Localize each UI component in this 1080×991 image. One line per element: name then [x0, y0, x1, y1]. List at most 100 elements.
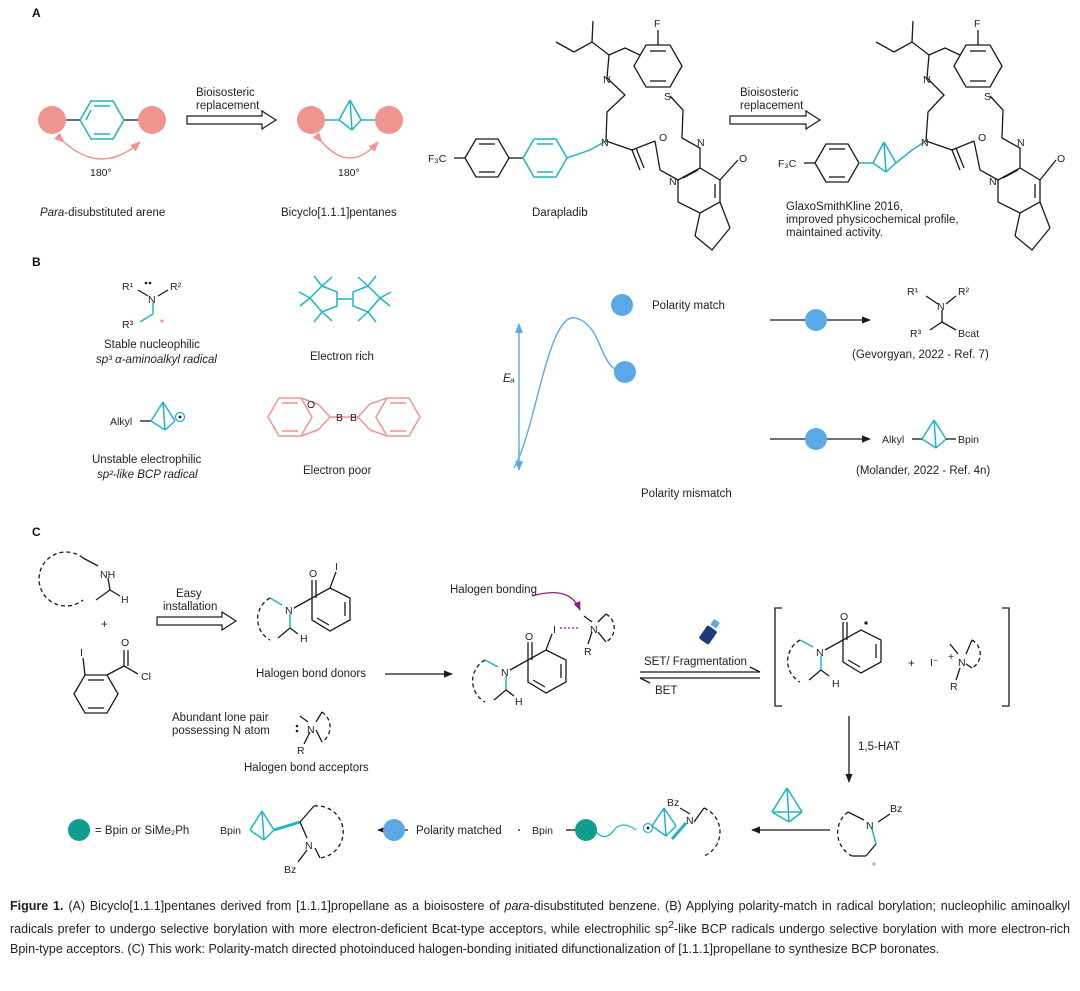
propellane-structure: [771, 787, 803, 823]
energy-profile: [513, 317, 625, 471]
caption-part-3: -like BCP radicals undergo selective bor…: [10, 922, 1070, 957]
lone-pair-line-2: possessing N atom: [172, 725, 270, 737]
carbon-radical-bz: Bz: [890, 803, 902, 815]
arene-label: Para-disubstituted arene: [40, 207, 165, 219]
aryl-radical-o: O: [840, 611, 848, 623]
halogen-bond-acceptor-structure: [295, 711, 331, 745]
product-bpin: Bpin: [220, 825, 241, 837]
complex-amine-r: R: [584, 646, 592, 658]
darapladib-f: F: [654, 18, 660, 30]
donor-iodine: I: [335, 561, 338, 573]
arene-angle: 180°: [90, 167, 112, 179]
radical-pair-bracket: [774, 607, 1010, 707]
r2-label: R²: [170, 281, 182, 293]
bcp-radical-intermediate-structure: [566, 807, 721, 857]
open-arrow-1: [186, 109, 278, 131]
aminoalkyl-n: N: [148, 294, 156, 306]
bet-label: BET: [655, 685, 677, 697]
darapladib-n-amide: N: [601, 137, 609, 149]
electron-poor-label: Electron poor: [303, 465, 372, 477]
complex-amine-n: N: [590, 624, 598, 636]
bcp-structure: [297, 99, 403, 159]
chloride-iodine: I: [80, 647, 83, 659]
halogen-bonding-label: Halogen bonding: [450, 584, 537, 596]
aminium-n: N: [958, 657, 966, 669]
bet-reverse-head: [639, 677, 651, 684]
bcp-darapladib-o-amide: O: [978, 132, 986, 144]
caption-superscript: 2: [668, 920, 674, 931]
arene-label-prefix: Para: [40, 207, 64, 219]
electron-rich-label: Electron rich: [310, 351, 374, 363]
gevorgyan-circle: [805, 309, 827, 331]
activation-energy-label: Eₐ: [503, 373, 515, 385]
lone-pair-line-1: Abundant lone pair: [172, 712, 269, 724]
darapladib-structure: [454, 20, 739, 251]
bioisosteric-text-1: Bioisosteric: [196, 87, 255, 99]
alpha-radical-line-2: sp³ α-aminoalkyl radical: [96, 354, 217, 366]
polarity-match-circle: [611, 294, 633, 316]
piperidine-nh: NH: [100, 569, 115, 581]
bcp-darapladib-n-amine: N: [923, 74, 931, 86]
r3-label: R³: [122, 319, 134, 331]
product-n: N: [937, 301, 945, 313]
bcp-darapladib-n-ring-2: N: [989, 176, 997, 188]
molander-alkyl: Alkyl: [882, 434, 904, 446]
profile-end-circle: [614, 361, 636, 383]
bcp-darapladib-structure: [804, 20, 1057, 251]
alpha-radical-line-1: Stable nucleophilic: [104, 339, 200, 351]
aminium-radical-cation-structure: [949, 639, 981, 681]
set-forward-head: [749, 666, 761, 673]
bcp-darapladib-f: F: [974, 18, 980, 30]
halogen-bond-acceptors-label: Halogen bond acceptors: [244, 762, 369, 774]
figure-1-scheme: A 180° Para-disubstituted arene Bioisost…: [32, 6, 1065, 876]
aryl-radical-n: N: [816, 647, 824, 659]
r1-label: R¹: [122, 281, 134, 293]
piperidine-structure: [38, 551, 121, 607]
chloride-o: O: [121, 637, 129, 649]
easy-text: Easy: [176, 588, 202, 600]
darapladib-o-amide: O: [659, 132, 667, 144]
aminium-cation: +: [948, 651, 954, 663]
replacement-text-1: replacement: [196, 100, 260, 112]
replacement-text-2: replacement: [740, 100, 804, 112]
polarity-mismatch-label: Polarity mismatch: [641, 488, 732, 500]
complex-iodine: I: [553, 624, 556, 636]
donor-o: O: [309, 568, 317, 580]
bcat-b-2: B: [350, 412, 357, 424]
reagent-plus: +: [101, 619, 108, 631]
darapladib-label: Darapladib: [532, 207, 588, 219]
intermediate-teal-circle: [575, 819, 597, 841]
aminium-r: R: [950, 681, 958, 693]
ref-molander: (Molander, 2022 - Ref. 4n): [856, 465, 990, 477]
product-bcat: Bcat: [958, 328, 979, 340]
set-fragmentation-label: SET/ Fragmentation: [644, 656, 747, 668]
bcp-darapladib-n-ring: N: [1017, 137, 1025, 149]
legend-text: = Bpin or SiMe₂Ph: [95, 825, 189, 837]
bcp-radical-structure: [140, 401, 186, 431]
panel-a-label: A: [32, 6, 41, 20]
darapladib-o-ring: O: [739, 153, 747, 165]
piperidine-h: H: [121, 594, 129, 606]
installation-text: installation: [163, 601, 217, 613]
darapladib-s: S: [664, 91, 671, 103]
donor-n: N: [285, 605, 293, 617]
donor-h: H: [300, 633, 308, 645]
open-arrow-2: [729, 109, 822, 131]
darapladib-n-amine: N: [603, 74, 611, 86]
radical-pair-plus: +: [908, 658, 915, 670]
bcp-darapladib-s: S: [984, 91, 991, 103]
iodobenzoyl-chloride-structure: [73, 650, 139, 714]
aryl-radical-h: H: [832, 678, 840, 690]
chloride-cl: Cl: [141, 671, 151, 683]
bcp-darapladib-n-amide: N: [921, 137, 929, 149]
bioisosteric-text-2: Bioisosteric: [740, 87, 799, 99]
gsk-line-2: improved physicochemical profile,: [786, 214, 959, 226]
panel-b-label: B: [32, 255, 41, 269]
light-source-icon: [699, 619, 720, 645]
molander-product: [912, 419, 956, 449]
polarity-matched-label-bg: [408, 820, 518, 840]
bcp-label: Bicyclo[1.1.1]pentanes: [281, 207, 397, 219]
para-arene-structure: [38, 100, 166, 160]
polarity-matched-circle: [383, 819, 405, 841]
bcp-darapladib-o-ring: O: [1057, 153, 1065, 165]
